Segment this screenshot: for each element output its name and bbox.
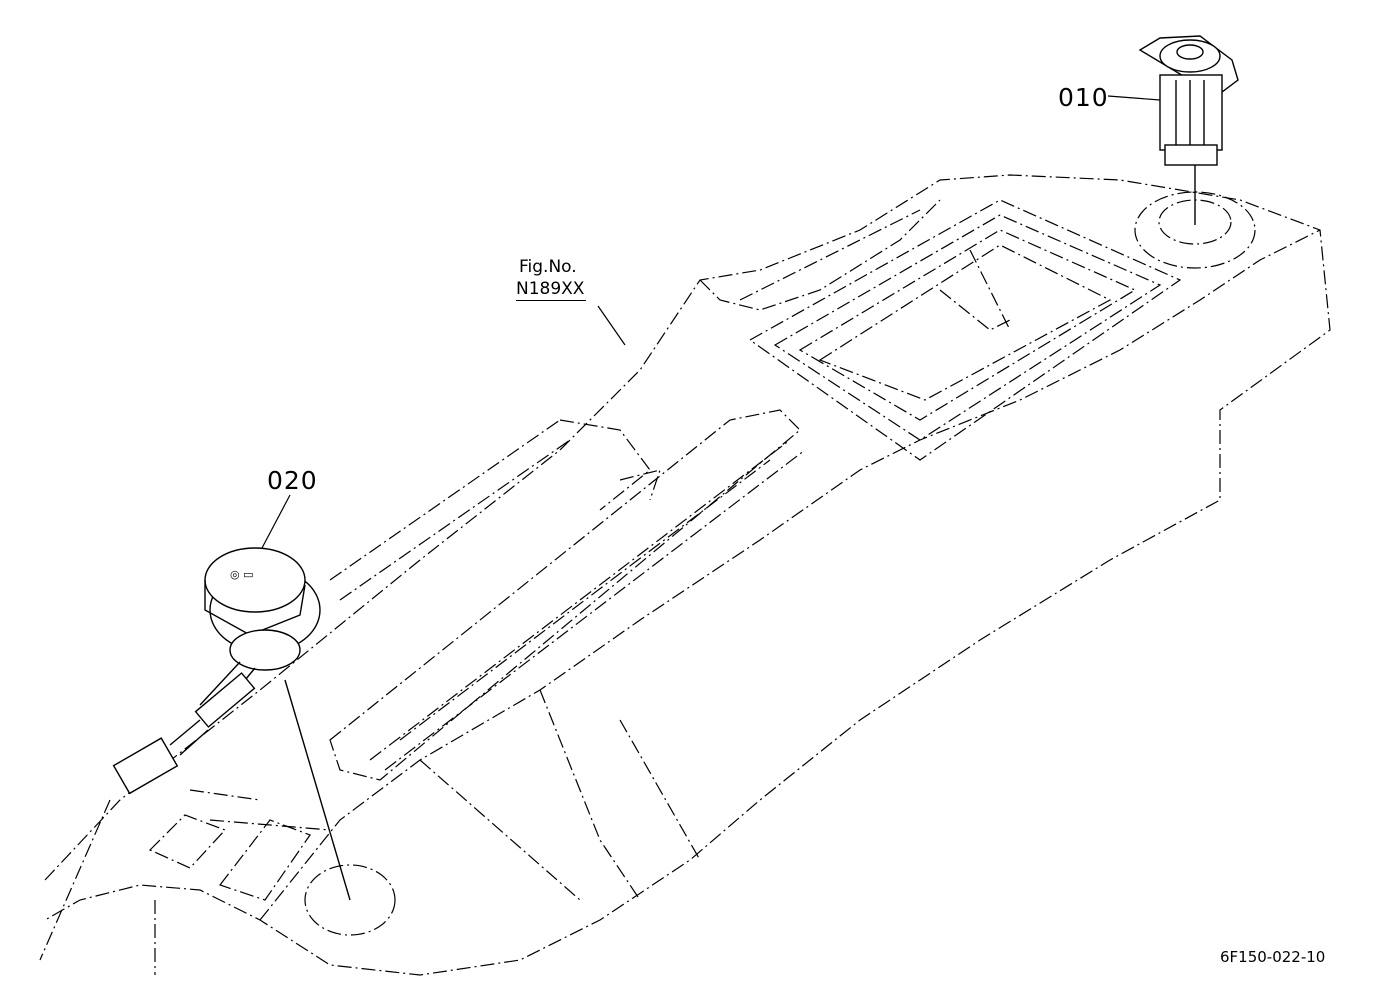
rotary-switch-icon: ◎ ▭ [112,547,351,901]
leader-fig-ref [597,305,626,346]
leader-010 [1107,95,1161,101]
leader-lines [261,95,1161,549]
fig-ref-line1: Fig.No. [519,257,577,277]
part-label-010: 010 [1058,83,1109,112]
fig-reference[interactable]: Fig.No. N189XX [516,256,587,301]
drawing-number: 6F150-022-10 [1220,948,1326,966]
power-socket-icon [1138,35,1239,225]
leader-020 [261,494,291,549]
switch-hole [304,864,396,936]
console-outline [39,174,1331,976]
part-label-020: 020 [267,466,318,495]
console-tray [748,199,1182,461]
console-channel [329,409,806,781]
fig-ref-line2: N189XX [516,279,587,301]
console-recesses [148,814,311,901]
switch-face-mark: ◎ ▭ [230,568,254,581]
